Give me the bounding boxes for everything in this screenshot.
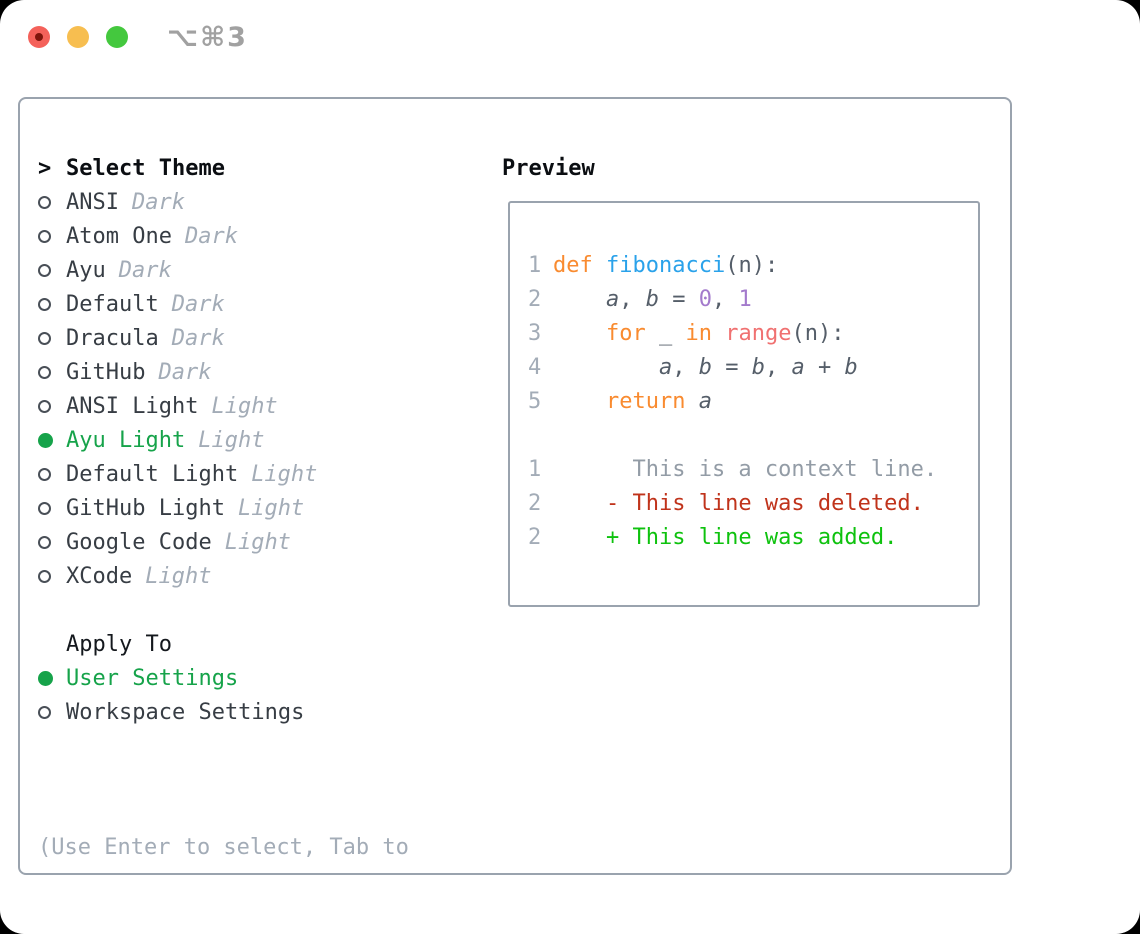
theme-option-ansi-light[interactable]: ANSI Light Light (38, 389, 502, 423)
option-label: Default (66, 291, 159, 317)
radio-icon (38, 569, 66, 583)
preview-title: Preview (502, 155, 595, 181)
theme-variant-label: Light (237, 495, 305, 521)
titlebar: ⌥⌘3 (0, 0, 1140, 97)
theme-variant-label: Dark (171, 291, 225, 317)
hint-text: (Use Enter to select, Tab to change focu… (38, 763, 502, 934)
minimize-button[interactable] (67, 26, 89, 48)
radio-icon (38, 229, 66, 243)
option-label: XCode (66, 563, 133, 589)
line-number: 4 (528, 355, 542, 380)
apply-option-workspace-settings[interactable]: Workspace Settings (38, 695, 502, 729)
option-label: Google Code (66, 529, 212, 555)
theme-option-default-light[interactable]: Default Light Light (38, 457, 502, 491)
theme-option-ayu-light[interactable]: Ayu Light Light (38, 423, 502, 457)
radio-icon (38, 399, 66, 413)
radio-selected-icon (38, 670, 66, 686)
theme-option-dracula[interactable]: Dracula Dark (38, 321, 502, 355)
theme-variant-label: Light (251, 461, 318, 487)
close-button[interactable] (28, 26, 50, 48)
code-line: 1 This is a context line. (528, 453, 968, 487)
theme-option-google-code[interactable]: Google Code Light (38, 525, 502, 559)
theme-option-github[interactable]: GitHub Dark (38, 355, 502, 389)
theme-option-ayu[interactable]: Ayu Dark (38, 253, 502, 287)
radio-icon (38, 705, 66, 719)
line-number: 3 (528, 321, 542, 346)
code-line: 2 - This line was deleted. (528, 487, 968, 521)
theme-variant-label: Light (198, 427, 265, 453)
option-label: Dracula (66, 325, 159, 351)
theme-variant-label: Dark (131, 189, 185, 215)
line-number: 1 (528, 457, 542, 482)
radio-icon (38, 331, 66, 345)
code-line: 4 a, b = b, a + b (528, 351, 968, 385)
theme-variant-label: Dark (118, 257, 172, 283)
radio-icon (38, 535, 66, 549)
radio-selected-icon (38, 432, 66, 448)
cursor-prompt-icon: > (38, 155, 52, 181)
option-label: Atom One (66, 223, 172, 249)
select-theme-label: Select Theme (66, 155, 225, 181)
option-label: Workspace Settings (66, 699, 305, 725)
traffic-lights (28, 26, 128, 48)
option-label: GitHub Light (66, 495, 225, 521)
code-line: 2 + This line was added. (528, 521, 968, 555)
radio-icon (38, 263, 66, 277)
theme-option-github-light[interactable]: GitHub Light Light (38, 491, 502, 525)
radio-icon (38, 195, 66, 209)
radio-icon (38, 467, 66, 481)
line-number: 2 (528, 491, 542, 516)
select-theme-header: > Select Theme (38, 151, 502, 185)
theme-option-atom-one[interactable]: Atom One Dark (38, 219, 502, 253)
line-number: 2 (528, 287, 542, 312)
line-number: 2 (528, 525, 542, 550)
radio-icon (38, 501, 66, 515)
maximize-button[interactable] (106, 26, 128, 48)
theme-variant-label: Dark (171, 325, 225, 351)
theme-option-ansi[interactable]: ANSI Dark (38, 185, 502, 219)
close-dot-icon (35, 33, 43, 41)
code-line: 2 a, b = 0, 1 (528, 283, 968, 317)
theme-option-default[interactable]: Default Dark (38, 287, 502, 321)
option-label: GitHub (66, 359, 146, 385)
option-label: Ayu (66, 257, 106, 283)
option-label: Default Light (66, 461, 239, 487)
theme-variant-label: Light (145, 563, 212, 589)
theme-variant-label: Light (211, 393, 278, 419)
radio-icon (38, 365, 66, 379)
option-label: User Settings (66, 665, 239, 691)
option-label: Ayu Light (66, 427, 186, 453)
option-label: ANSI Light (66, 393, 199, 419)
line-number: 1 (528, 253, 542, 278)
apply-to-header: Apply To (38, 627, 502, 661)
option-label: ANSI (66, 189, 119, 215)
theme-variant-label: Dark (184, 223, 238, 249)
line-number: 5 (528, 389, 542, 414)
apply-to-label: Apply To (66, 631, 172, 657)
window-title-shortcut: ⌥⌘3 (167, 22, 248, 53)
theme-option-xcode[interactable]: XCode Light (38, 559, 502, 593)
radio-icon (38, 297, 66, 311)
code-line: 5 return a (528, 385, 968, 419)
theme-variant-label: Dark (158, 359, 212, 385)
code-line: 3 for _ in range(n): (528, 317, 968, 351)
theme-variant-label: Light (224, 529, 291, 555)
apply-option-user-settings[interactable]: User Settings (38, 661, 502, 695)
hint-line-1: (Use Enter to select, Tab to (38, 835, 409, 860)
code-line (528, 419, 968, 453)
